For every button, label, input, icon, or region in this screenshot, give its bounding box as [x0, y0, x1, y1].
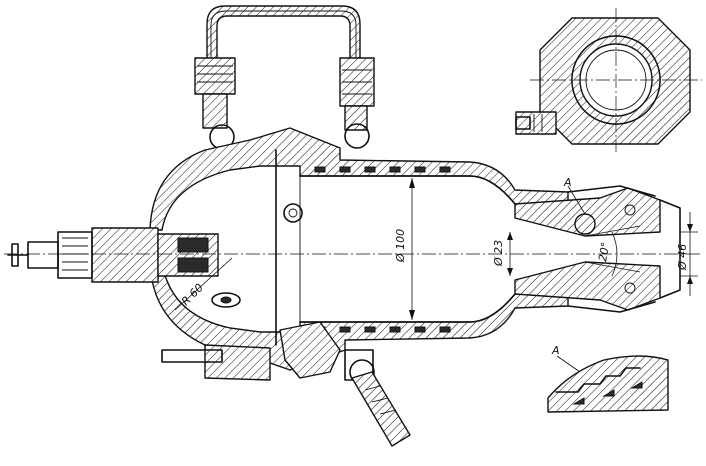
label-detail-a-view: A: [551, 344, 560, 357]
wall-perforations: [314, 166, 451, 333]
label-d23: Ø 23: [492, 240, 505, 267]
detail-a-view: [547, 355, 669, 413]
vessel-body: [149, 127, 569, 371]
dimension-labels: Ø 100 Ø 23 Ø 46 20° R 60 A A: [179, 176, 689, 357]
spark-plug-assembly: [7, 227, 219, 283]
right-pipe-fitting: [339, 57, 375, 149]
label-angle: 20°: [596, 241, 612, 262]
cross-section-view: [515, 8, 702, 152]
label-detail-a: A: [563, 176, 572, 189]
bypass-pipe: [206, 5, 361, 63]
nozzle: [514, 185, 681, 313]
dimensions: [4, 178, 700, 320]
label-d46: Ø 46: [676, 244, 689, 271]
label-d100: Ø 100: [394, 229, 407, 263]
left-pipe-fitting: [194, 57, 236, 150]
bottom-fitting: [161, 321, 411, 447]
